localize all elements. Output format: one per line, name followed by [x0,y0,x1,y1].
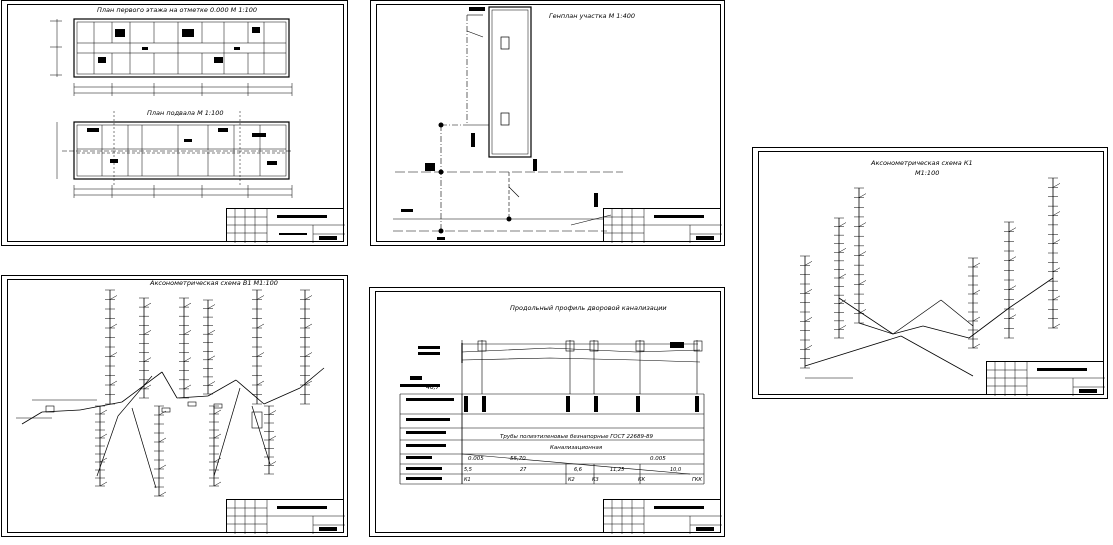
segment-length: 5,5 [464,467,472,473]
title-block [603,208,722,243]
well-label: К3 [592,477,599,483]
sheet-site-plan: Генплан участка М 1:400 [370,0,725,246]
sheet-title: Аксонометрическая схема К1 [871,159,973,167]
drawing-frame [758,151,1104,395]
segment-length: 6,6 [574,467,582,473]
sheet-floor-plans: План первого этажа на отметке 0.000 М 1:… [1,0,348,246]
title-block [986,361,1105,396]
slope-right: 0.005 [650,456,666,462]
slope-left: 0.005 [468,456,484,462]
pipe-spec: Трубы полиэтиленовые безнапорные ГОСТ 22… [500,434,654,440]
title-block [226,208,345,243]
sheet-title: Аксонометрическая схема В1 М1:100 [150,279,278,287]
site-plan-drawing [393,6,623,240]
drawing-frame [375,291,721,533]
sheet-subtitle: М1:100 [915,169,940,177]
axonometric-v1-drawing [16,289,325,497]
sheet-title: План первого этажа на отметке 0.000 М 1:… [97,6,258,14]
segment-length: 27 [520,467,527,473]
sheet-axonometric-v1: Аксонометрическая схема В1 М1:100 [1,275,348,537]
sheet-title: Продольный профиль дворовой канализации [510,304,667,312]
segment-length: 11,25 [610,467,624,473]
well-label: К1 [464,477,471,483]
sheet-subtitle: План подвала М 1:100 [147,109,224,117]
title-block [603,499,722,534]
sheet-axonometric-k1: Аксонометрическая схема К1 М1:100 [752,147,1108,399]
sewer-profile-drawing: 46,7 Трубы полиэтиленовые безнапорные ГО… [399,340,705,485]
axonometric-k1-drawing [800,177,1061,379]
well-label: ГКК [692,477,702,483]
drawing-frame [7,4,344,242]
sheet-title: Генплан участка М 1:400 [549,12,635,20]
title-block [226,499,345,534]
segment-length: 10,0 [670,467,681,473]
section-label: Канализационная [550,445,603,451]
sheet-sewer-profile: Продольный профиль дворовой канализации [369,287,725,537]
floor-plan-drawing [50,18,293,198]
drawing-frame [376,4,721,242]
length-left: 55,70 [510,456,526,462]
datum-label: 46,7 [426,384,440,391]
well-label: КК [638,477,646,483]
drawing-frame [7,279,344,533]
well-label: К2 [568,477,575,483]
